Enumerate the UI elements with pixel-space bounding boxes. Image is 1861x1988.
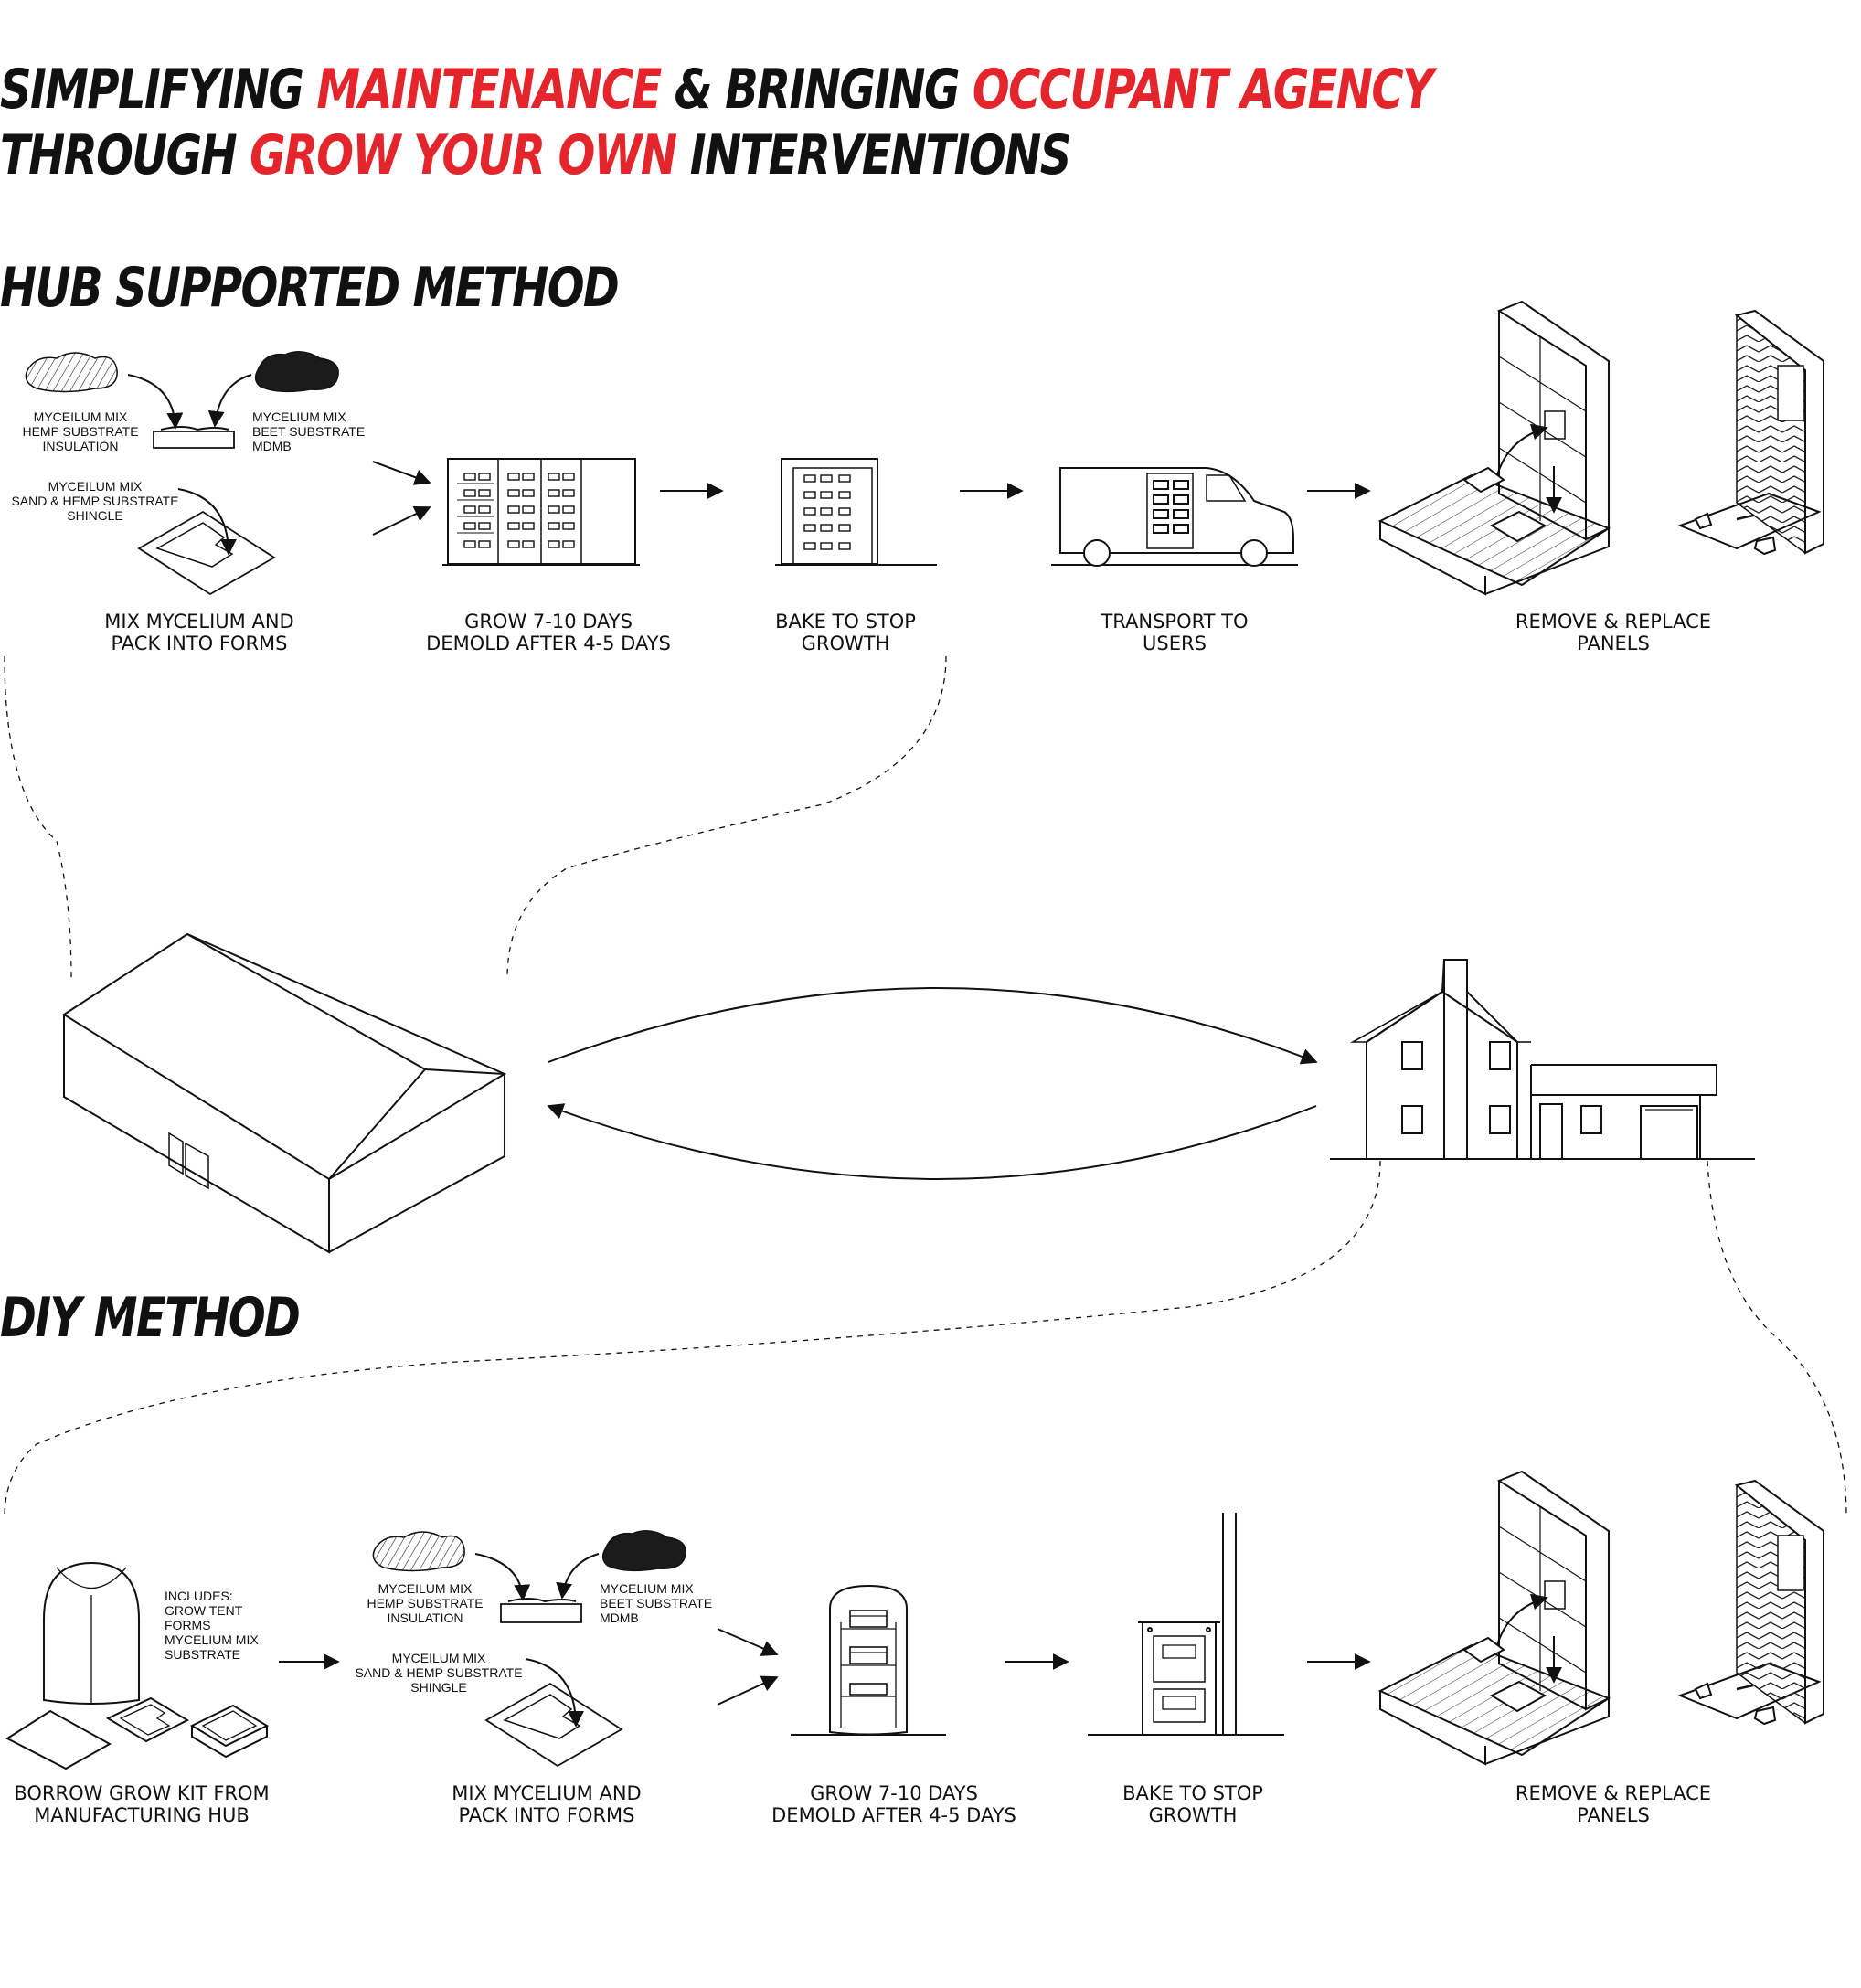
diy-hemp-substrate-pile-icon bbox=[372, 1531, 465, 1572]
arrow-hub-to-home bbox=[548, 987, 1318, 1065]
grow-rack-icon bbox=[442, 458, 640, 566]
home-house-icon bbox=[1330, 959, 1755, 1160]
title-highlight-maintenance: MAINTENANCE bbox=[316, 58, 662, 122]
delivery-van-icon bbox=[1051, 467, 1298, 567]
grow-kit-bag-icon bbox=[5, 1709, 112, 1770]
diy-insulation-form-icon bbox=[500, 1598, 582, 1623]
dashed-connector-hub-left bbox=[4, 655, 72, 979]
diy-section-heading: DIY METHOD bbox=[0, 1286, 301, 1350]
dashed-connector-house-right bbox=[1707, 1160, 1847, 1518]
arrow-home-to-hub bbox=[547, 1103, 1317, 1180]
title-text-1a: SIMPLIFYING bbox=[0, 58, 317, 122]
title-text-1c: & BRINGING bbox=[660, 58, 973, 122]
title-line-1: SIMPLIFYING MAINTENANCE & BRINGING OCCUP… bbox=[0, 62, 1434, 117]
hemp-substrate-pile-icon bbox=[25, 352, 118, 393]
title-highlight-occupant-agency: OCCUPANT AGENCY bbox=[972, 58, 1434, 122]
insulation-form-icon bbox=[153, 426, 235, 449]
manufacturing-hub-building-icon bbox=[62, 932, 507, 1254]
title-line-2: THROUGH GROW YOUR OWN INTERVENTIONS bbox=[0, 128, 1071, 183]
oven-icon bbox=[775, 458, 937, 566]
diy-shingle-wall-icon bbox=[1677, 1479, 1824, 1726]
home-oven-icon bbox=[1088, 1513, 1284, 1736]
grow-kit-form-icon bbox=[105, 1696, 190, 1743]
diy-beet-substrate-pile-icon bbox=[601, 1530, 686, 1572]
dashed-connector-hub-right bbox=[506, 655, 947, 979]
diy-shingle-form-icon bbox=[484, 1682, 623, 1768]
grow-tent-icon bbox=[43, 1561, 140, 1705]
dashed-connector-diy bbox=[4, 1160, 1381, 1518]
hub-wall-panel-assembly-icon bbox=[1377, 300, 1611, 596]
beet-substrate-pile-icon bbox=[254, 351, 339, 393]
shingle-form-icon bbox=[137, 510, 276, 596]
grow-kit-box-icon bbox=[189, 1704, 270, 1759]
title-text-2a: THROUGH bbox=[0, 123, 250, 187]
diy-wall-panel-assembly-icon bbox=[1377, 1470, 1611, 1766]
diy-grow-tent-rack-icon bbox=[791, 1584, 946, 1736]
hub-shingle-wall-icon bbox=[1677, 309, 1824, 556]
title-highlight-grow-your-own: GROW YOUR OWN bbox=[250, 123, 677, 187]
title-text-2c: INTERVENTIONS bbox=[675, 123, 1072, 187]
hub-section-heading: HUB SUPPORTED METHOD bbox=[0, 256, 620, 320]
